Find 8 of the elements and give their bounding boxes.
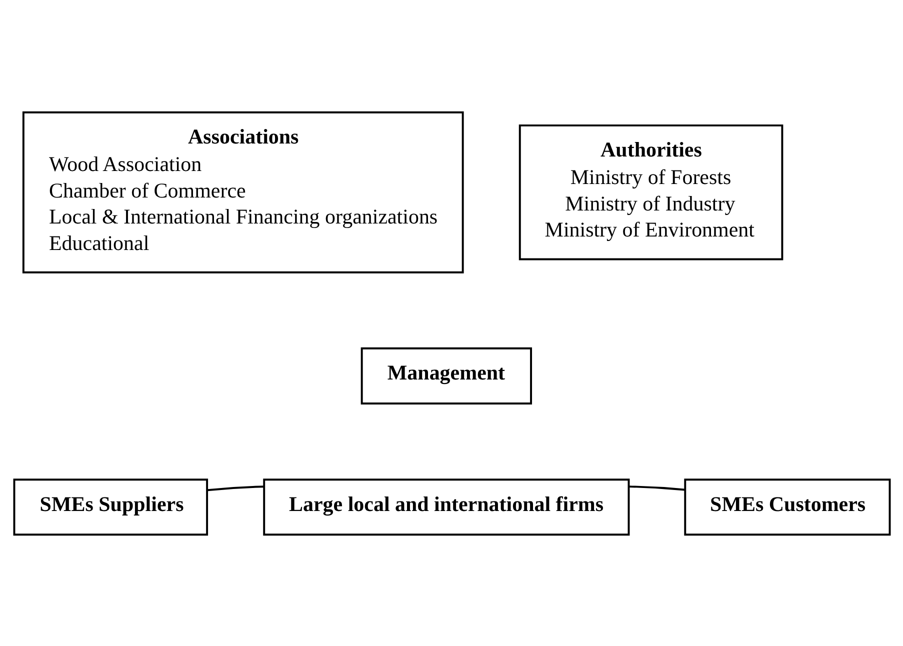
node-box: Large local and international firms — [262, 478, 630, 536]
connector — [207, 485, 264, 491]
node-box: SMEs Customers — [684, 478, 890, 536]
node-box: Authorities Ministry of Forests Ministry of Industry Ministry of Environment — [518, 124, 783, 260]
connector — [628, 485, 684, 490]
node-box: Management — [360, 346, 532, 404]
node-box: SMEs Suppliers — [12, 478, 208, 536]
node-box: Associations Wood Association Chamber of Commerce Local & International Financing organizations Educational — [22, 110, 464, 273]
